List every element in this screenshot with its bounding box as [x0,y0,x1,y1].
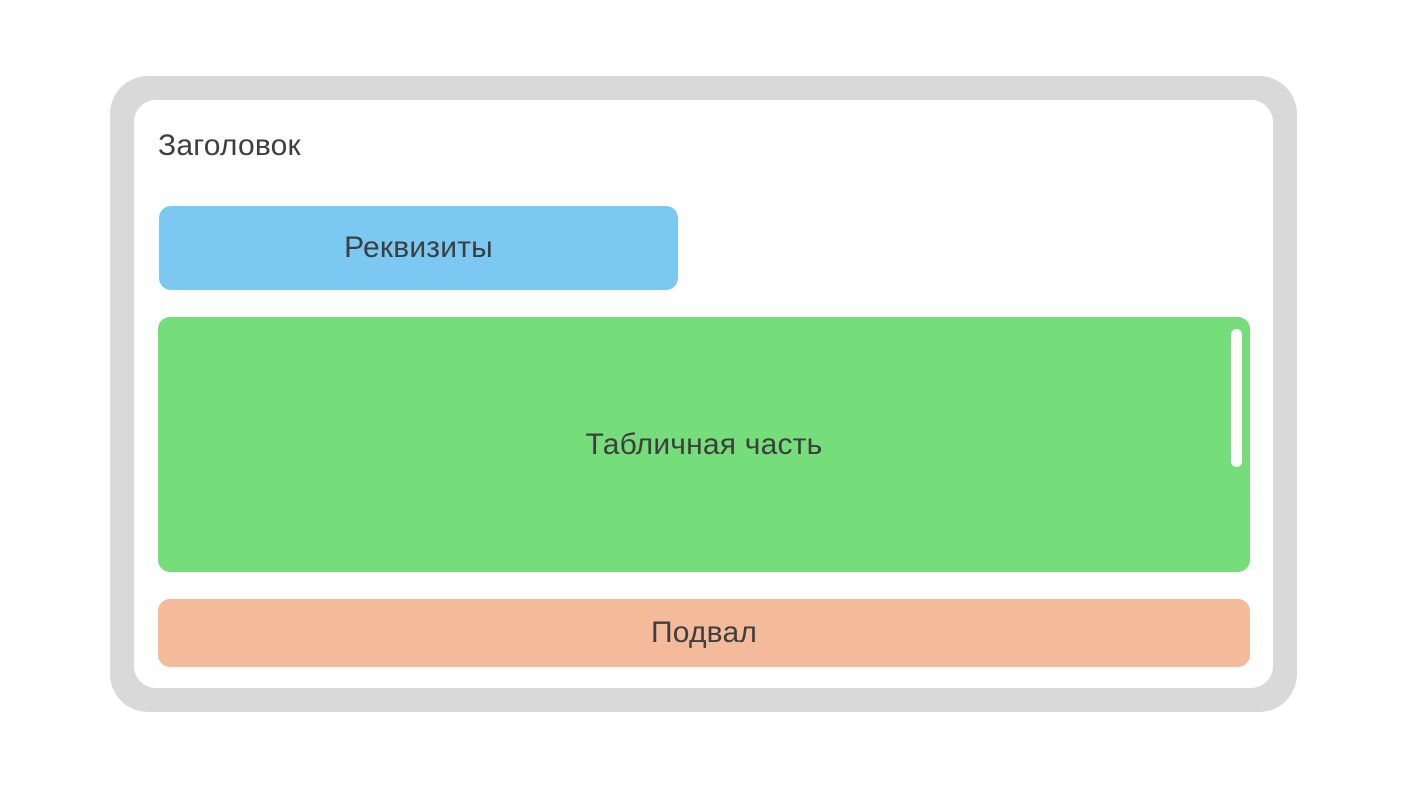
requisites-block: Реквизиты [159,206,678,290]
footer-label: Подвал [650,616,758,649]
tabular-section-label: Табличная часть [585,427,823,461]
requisites-label: Реквизиты [344,231,493,264]
form-window-frame: Заголовок Реквизиты Табличная часть Подв… [110,76,1297,712]
footer-block: Подвал [158,599,1250,667]
scrollbar-thumb [1231,329,1242,467]
tabular-section-block: Табличная часть [158,317,1250,572]
form-window: Заголовок Реквизиты Табличная часть Подв… [134,100,1273,688]
form-header-label: Заголовок [158,129,301,162]
